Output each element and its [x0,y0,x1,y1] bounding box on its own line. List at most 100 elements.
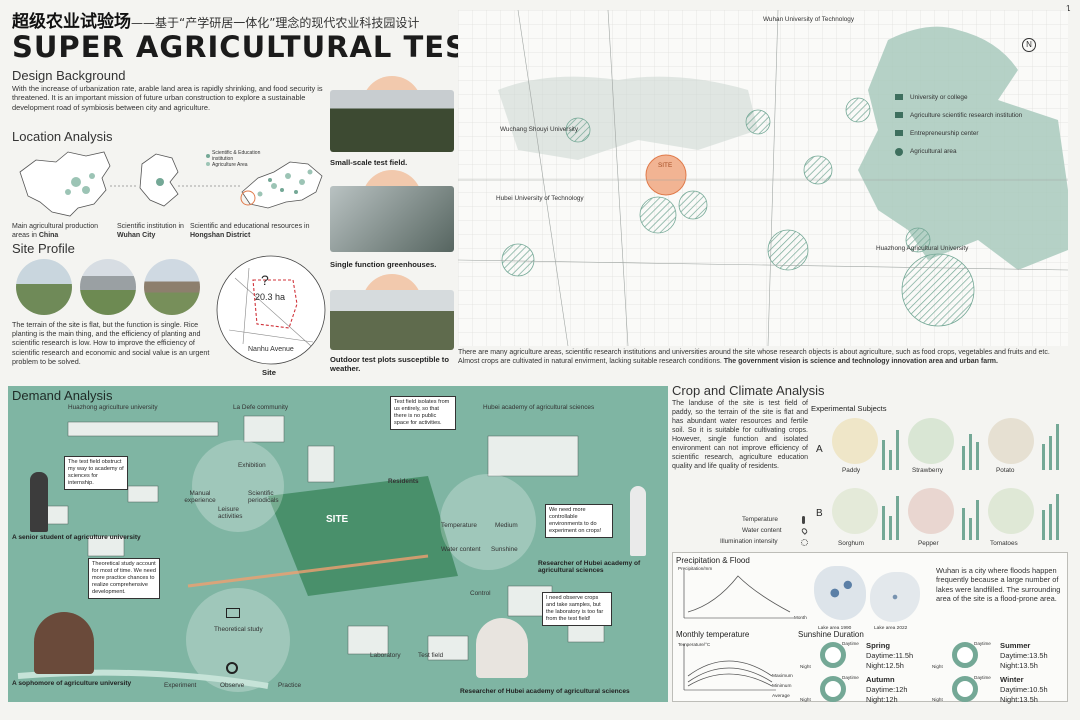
temp-axis-label: Temperature/°C [678,642,711,647]
node-observe: Observe [220,682,245,689]
person-label-researcher-1: Researcher of Hubei academy of agricultu… [538,560,641,574]
caption-hongshan-text: Scientific and educational resources in [190,223,310,230]
node-residents: Residents [388,478,419,485]
demand-site-label: SITE [326,514,349,525]
node-medium: Medium [495,522,518,529]
photo-outdoor-plots [330,290,454,350]
node-leisure-activities: Leisure activities [218,506,243,520]
map-label-wuchang: Wuchang Shouyi University [500,126,579,133]
bubble-researcher-2: I need observe crops and take samples, b… [542,592,612,626]
person-sophomore [34,612,94,674]
caption-china: Main agricultural production areas in Ch… [12,223,112,241]
crop-paddy-circle [832,418,878,464]
crop-label-pepper: Pepper [918,540,939,547]
sunshine-title: Sunshine Duration [798,630,864,639]
demand-place-huazhong: Huazhong agriculture university [68,404,158,411]
person-label-senior: A senior student of agriculture universi… [12,534,141,541]
map-caption-text: There are many agriculture areas, scient… [458,349,1050,365]
autumn-night: Night:12h [866,695,898,704]
lake-label-2022: Lake area 2022 [874,626,908,631]
node-control: Control [470,590,491,597]
location-heading: Location Analysis [12,129,113,144]
site-photo-2 [80,259,136,315]
crop-pepper-circle [908,488,954,534]
legend-agri-label: Agriculture Area [212,162,248,168]
temp-avg-label: Average [772,694,790,699]
site-area: 20.3 ha [255,292,286,302]
demand-place-hubei-academy: Hubei academy of agricultural sciences [483,404,595,411]
precip-axis-label: Precipitation/mm [678,566,713,571]
bubble-residents: Test field isolates from us entirely, so… [390,396,456,430]
summer-night: Night:13.5h [1000,661,1038,670]
node-temperature: Temperature [441,522,477,529]
precip-title: Precipitation & Flood [676,556,750,565]
ring-spring [820,642,846,668]
bubble-senior: The test field obstruct my way to academ… [64,456,128,490]
bubble-sophomore: Theoretical study account for most of ti… [88,558,160,599]
crop-label-strawberry: Strawberry [912,467,943,474]
person-label-researcher-2: Researcher of Hubei academy of agricultu… [460,688,630,695]
map-legend-university: University or college [910,94,968,101]
temp-min-label: Minimum [772,684,792,689]
sun-icon [801,539,808,546]
summer-name: Summer [1000,641,1031,650]
caption-small-test-field: Small-scale test field. [330,158,408,167]
site-label: Site [262,368,276,377]
spring-name: Spring [866,641,891,650]
site-profile-text: The terrain of the site is flat, but the… [12,320,210,366]
lake-map-2022 [870,572,920,622]
legend-sci-label: Scientific & Education institution [212,150,261,162]
demand-place-ladefe: La Defe community [233,404,289,411]
demand-graphic [17,415,605,692]
site-profile-heading: Site Profile [12,241,75,256]
demand-heading: Demand Analysis [12,388,113,403]
site-question: ? [261,272,269,288]
crop-bars [882,424,1059,540]
autumn-day: Daytime:12h [866,685,908,694]
china-map [19,151,111,217]
crop-tomato-circle [988,488,1034,534]
winter-night: Night:13.5h [1000,695,1038,704]
node-laboratory: Laboratory [370,652,401,659]
summer-daytime-tag: Daytime [974,641,991,646]
caption-greenhouses: Single function greenhouses. [330,260,437,269]
node-experiment: Experiment [164,682,197,689]
node-sunshine: Sunshine [491,546,518,553]
crop-legend-temperature: Temperature [742,516,778,523]
map-site-label: SITE [658,162,673,169]
crop-strawberry-circle [908,418,954,464]
winter-day: Daytime:10.5h [1000,685,1048,694]
caption-hongshan-bold: Hongshan District [190,231,251,239]
map-legend-entrepreneurship: Entrepreneurship center [910,130,979,137]
winter-name: Winter [1000,675,1024,684]
ring-autumn [820,676,846,702]
map-label-hubei: Hubei University of Technology [496,195,584,202]
site-road: Nanhu Avenue [248,346,294,353]
winter-daytime-tag: Daytime [974,675,991,680]
autumn-daytime-tag: Daytime [842,675,859,680]
node-theoretical-study: Theoretical study [214,626,263,633]
person-researcher-1 [630,486,646,556]
icon-book [226,608,240,618]
winter-night-tag: Night [932,697,943,702]
photo-small-test-field [330,90,454,152]
caption-wuhan: Scientific institution in Wuhan City [117,223,197,241]
spring-day: Daytime:11.5h [866,651,914,660]
temp-max-label: Maximum [772,674,793,679]
title-cn-prefix: 超级农业试验场 [12,12,131,32]
ring-winter [952,676,978,702]
hongshan-map [241,161,323,209]
site-plan-circle [216,255,326,365]
map-label-huazhong: Huazhong Agricultural University [876,245,969,252]
person-researcher-2 [476,618,528,678]
crop-potato-circle [988,418,1034,464]
temp-chart [683,644,776,691]
site-photo-3 [144,259,200,315]
map-legend-research: Agriculture scientific research institut… [910,112,1023,119]
node-scientific-periodicals: Scientific periodicals [248,490,279,504]
caption-china-bold: China [38,231,59,239]
caption-wuhan-text: Scientific institution in [117,223,184,230]
crop-label-paddy: Paddy [842,467,861,474]
design-background-text: With the increase of urbanization rate, … [12,84,323,112]
crop-heading: Crop and Climate Analysis [672,383,825,398]
